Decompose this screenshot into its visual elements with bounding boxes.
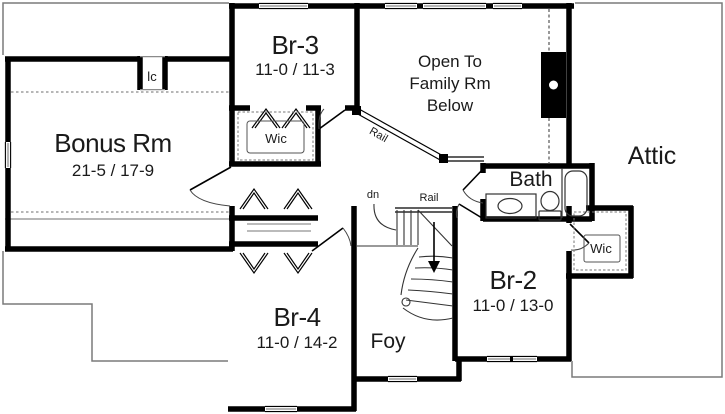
- roof-outline: [2, 2, 723, 378]
- closet-label-linen: lc: [147, 69, 157, 84]
- swing-doors-icon: [189, 108, 590, 252]
- railing-posts: [352, 106, 448, 163]
- room-label-bath: Bath: [509, 168, 553, 191]
- stairs-icon: [357, 203, 454, 321]
- stairs-down-label: dn: [366, 189, 380, 201]
- bifold-doors-icon: [239, 107, 313, 275]
- open-below-line1: Open To: [418, 52, 482, 71]
- open-below-line2: Family Rm: [409, 74, 491, 93]
- room-dims-br2: 11-0 / 13-0: [472, 296, 554, 315]
- closet-shelving: [140, 56, 627, 271]
- toilet-icon: [538, 190, 562, 221]
- railing-lines: [355, 108, 484, 213]
- rail-label-stairs: Rail: [419, 192, 439, 204]
- ceiling-break-lines: [5, 91, 231, 220]
- room-dims-bonus: 21-5 / 17-9: [71, 161, 155, 180]
- stairs-down-arrow: [428, 261, 440, 273]
- closet-label-wic-br3: Wic: [265, 131, 287, 146]
- room-label-foy: Foy: [370, 330, 406, 353]
- room-label-br3: Br-3: [271, 30, 319, 60]
- room-label-attic: Attic: [627, 142, 677, 170]
- room-dims-br3: 11-0 / 11-3: [255, 60, 335, 79]
- walls: [5, 3, 634, 412]
- room-label-br2: Br-2: [489, 265, 537, 295]
- bathtub-icon: [561, 168, 588, 218]
- vanity-sink-icon: [485, 193, 537, 219]
- room-dims-br4: 11-0 / 14-2: [256, 333, 338, 352]
- windows: [4, 2, 537, 413]
- chimney-icon: [541, 9, 566, 164]
- open-below-line3: Below: [426, 96, 474, 115]
- room-label-bonus: Bonus Rm: [54, 128, 172, 158]
- closet-label-wic-br2: Wic: [590, 241, 612, 256]
- bath-fixtures: [485, 168, 588, 221]
- room-label-br4: Br-4: [273, 302, 321, 332]
